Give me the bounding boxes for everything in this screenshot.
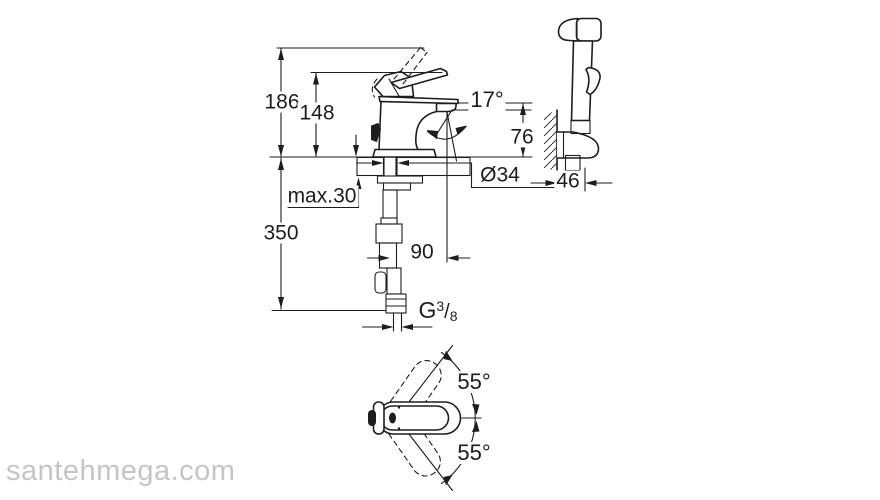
lever-handle [390,67,449,90]
thread-letter: G [418,297,437,323]
trigger-lever [585,66,601,96]
dim-label-hole-diameter: Ø34 [478,163,522,187]
wall-holder [557,131,600,159]
dim-90 [366,255,471,261]
top-deck-plate [378,95,459,105]
watermark: santehmega.com [6,455,236,487]
handle-top-view [368,344,482,492]
thread-numerator: 3 [436,298,445,314]
dim-label-overall-height: 186 [262,90,302,114]
second-hose-end [374,271,387,294]
side-lever-tab [371,122,382,143]
body-front-curve [414,110,438,151]
shower-head-block [575,17,602,42]
dimension-lines [271,47,613,330]
dim-label-thread-size: G3/8 [416,297,460,324]
dim-g38 [361,324,433,330]
thread-slash: / [444,301,450,323]
dim-46 [530,167,613,192]
dim-label-max-deck: max.30 [285,184,359,208]
handle-swung-up-dashed [387,360,442,425]
dim-label-spout-height: 76 [508,125,536,149]
braided-hose-lower [386,267,402,295]
counter-hatch-right [396,156,471,177]
dim-17deg [426,109,532,140]
under-counter-hoses [374,156,424,332]
hose-connector [375,223,403,244]
g38-union-nut [385,293,407,314]
connection-tube [392,312,403,332]
dim-label-below-deck: 350 [261,221,301,245]
dim-label-wall-offset: 46 [554,169,582,193]
faucet-base [372,148,437,158]
dim-label-lever-height: 148 [297,101,337,125]
cartridge-knob [368,410,376,426]
water-stream-line [446,111,458,162]
counter-hatch-left [356,156,385,177]
hand-shower-view [544,17,602,192]
dim-label-spout-angle: 17° [468,87,506,112]
dim-label-swivel-lower: 55° [455,440,493,465]
handle-swung-down-dashed [386,412,441,477]
mounting-nut [376,175,424,184]
thread-denominator: 8 [449,308,458,324]
corrugated-section [378,242,398,269]
body-left-edge [378,100,382,151]
hose-nut [570,119,591,135]
dim-label-swivel-upper: 55° [455,369,493,394]
swivel-limit-lines [401,344,454,492]
shower-head-dome [557,17,579,42]
dim-dia34 [355,160,557,189]
wall-hatch [544,112,557,170]
faucet-front-view [371,46,459,263]
dim-label-spout-reach: 90 [408,240,436,264]
